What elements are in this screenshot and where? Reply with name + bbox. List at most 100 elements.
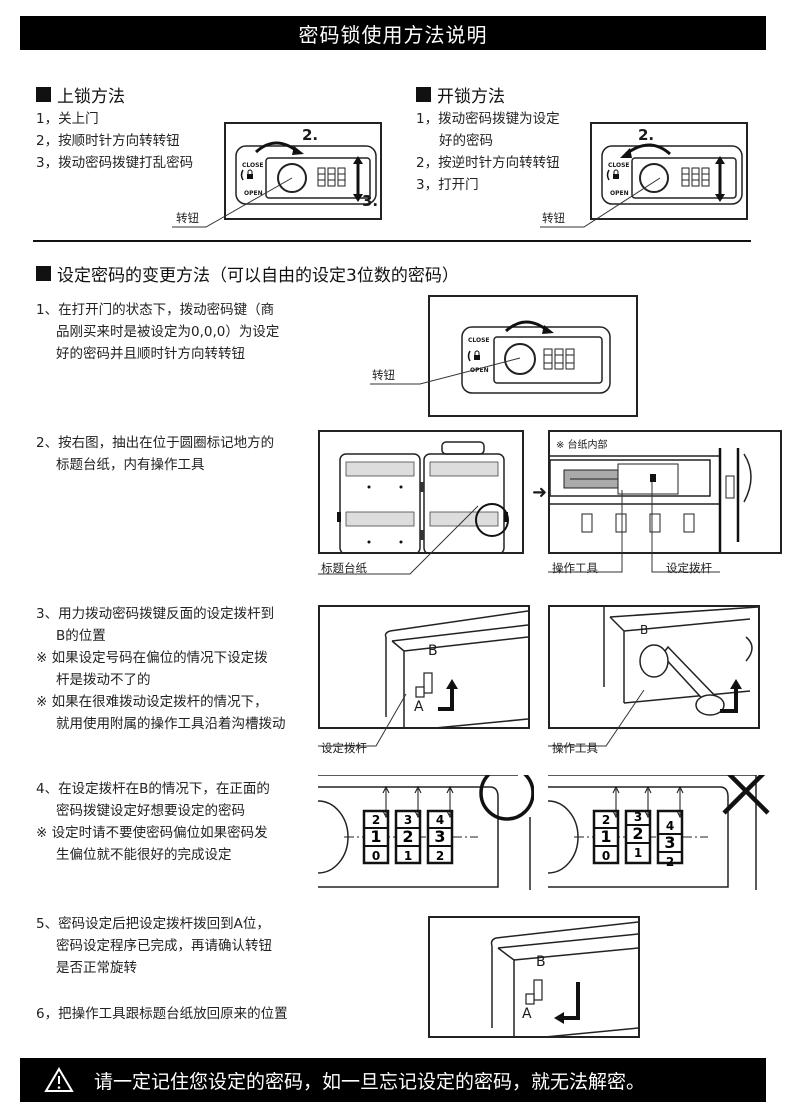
knob-icon: [277, 163, 307, 193]
unlock-heading-text: 开锁方法: [437, 87, 505, 107]
dial-digit: 4: [666, 819, 674, 833]
dial-wheel: 210: [362, 785, 390, 865]
dial-wheel: 21 0: [592, 785, 620, 865]
padlock-icon: [613, 174, 619, 179]
change-step-3: 3、用力拨动密码拨键反面的设定拨杆到 B的位置 ※ 如果设定号码在偏位的情况下设…: [36, 603, 286, 735]
warning-footer-bar: 请一定记住您设定的密码，如一旦忘记设定的密码，就无法解密。: [20, 1058, 766, 1102]
lock-heading-text: 上锁方法: [57, 87, 125, 107]
dial-panel-illustration: [461, 320, 611, 394]
dial-digit: 1: [600, 827, 611, 846]
label-card-interior-illustration: [549, 448, 752, 552]
change-section-heading: 设定密码的变更方法（可以自由的设定3位数的密码）: [36, 261, 459, 286]
unlock-step: 1，拨动密码拨键为设定: [416, 111, 560, 127]
dial-digit: 0: [602, 849, 610, 863]
step2-label: 2.: [302, 126, 319, 144]
lever-a-position-illustration: [384, 610, 529, 732]
close-label: CLOSE: [468, 337, 490, 344]
operating-tool-callout: 操作工具: [552, 741, 598, 755]
highlight-circle-icon: [475, 503, 509, 537]
dial-digit: 3: [634, 810, 642, 824]
label-card-inside-leader-lines: [548, 482, 720, 573]
unlock-panel-illustration: [601, 143, 743, 205]
inside-note: ※ 台纸内部: [556, 440, 608, 451]
change-step-4: 4、在设定拨杆在B的情况下，在正面的 密码拨键设定好想要设定的密码 ※ 设定时请…: [36, 778, 270, 866]
setting-lever-figure: B A: [318, 605, 530, 732]
setting-lever-leader-line: [318, 693, 407, 747]
step1-figure: CLOSE OPEN: [428, 295, 638, 417]
position-b-label: B: [640, 623, 649, 637]
dial-digit: 1: [634, 846, 642, 860]
change-step-5: 5、密码设定后把设定拨杆拨回到A位， 密码设定程序已完成，再请确认转钮 是否正常…: [36, 913, 272, 979]
warning-icon: [44, 1067, 74, 1092]
step3-label: 3.: [362, 192, 379, 210]
dial-digit: 4: [436, 813, 444, 827]
setting-lever-icon: [650, 474, 656, 482]
change-step-1: 1、在打开门的状态下，拨动密码键（商 品刚买来时是被设定为0,0,0）为设定 好…: [36, 299, 279, 365]
knob-callout-label: 转钮: [176, 211, 199, 225]
dial-digit: 2: [632, 824, 643, 843]
dial-wheel: 321: [394, 785, 422, 865]
step2-label: 2.: [638, 126, 655, 144]
dial-digit: 2: [372, 813, 380, 827]
dial-digit: 3: [434, 827, 445, 846]
open-label: OPEN: [470, 367, 489, 374]
lock-step: 3，拨动密码拨键打乱密码: [36, 155, 194, 171]
dial-wheel: 43 2: [656, 785, 684, 869]
dial-wheel: 43 2: [426, 785, 454, 865]
open-label: OPEN: [610, 190, 629, 197]
bullet-square-icon: [416, 87, 431, 102]
step-line: 3、用力拨动密码拨键反面的设定拨杆到: [36, 606, 275, 622]
change-step-2: 2、按右图，抽出在位于圆圈标记地方的 标题台纸，内有操作工具: [36, 432, 274, 476]
operating-tool-figure: B: [548, 605, 760, 729]
dial-digit: 0: [372, 849, 380, 863]
step-note: 杆是拨动不了的: [56, 672, 151, 688]
section-divider: [33, 240, 751, 242]
setting-lever-callout: 设定拨杆: [321, 741, 367, 755]
dial-wheel: 32 1: [624, 785, 652, 865]
label-card-inside-figure: ※ 台纸内部: [548, 430, 782, 554]
knob-callout-label: 转钮: [372, 368, 395, 382]
wrong-x-icon: [722, 767, 770, 815]
step-line: 标题台纸，内有操作工具: [56, 457, 205, 473]
change-heading-text: 设定密码的变更方法（可以自由的设定3位数的密码）: [57, 266, 459, 286]
padlock-icon: [247, 174, 253, 179]
dial-digit: 2: [666, 855, 674, 869]
warning-text: 请一定记住您设定的密码，如一旦忘记设定的密码，就无法解密。: [94, 1070, 646, 1093]
operating-tool-callout: 操作工具: [552, 561, 598, 575]
setting-lever-callout: 设定拨杆: [666, 561, 712, 575]
dial-digit: 2: [602, 813, 610, 827]
tool-push-illustration: [603, 606, 759, 716]
dial-digit: 3: [664, 833, 675, 852]
step-line: 密码拨键设定好想要设定的密码: [56, 803, 245, 819]
unlock-figure: 2. CLOSE OPEN: [590, 122, 748, 220]
dial-wheels-icon: [681, 167, 710, 187]
position-b-label: B: [536, 954, 546, 970]
unlock-step: 3，打开门: [416, 177, 479, 193]
page-title: 密码锁使用方法说明: [298, 22, 488, 47]
bullet-square-icon: [36, 266, 51, 281]
step-note: ※ 设定时请不要使密码偏位如果密码发: [36, 825, 268, 841]
clockwise-arrow-icon: [254, 141, 299, 154]
label-card-callout: 标题台纸: [321, 561, 367, 575]
position-a-label: A: [522, 1006, 532, 1022]
unlock-step: 2，按逆时针方向转转钮: [416, 155, 560, 171]
step-line: 密码设定程序已完成，再请确认转钮: [56, 938, 272, 954]
step-line: 6，把操作工具跟标题台纸放回原来的位置: [36, 1006, 288, 1022]
dial-digit: 2: [436, 849, 444, 863]
key-cabinet-figure: [318, 430, 524, 555]
dial-digit: 1: [404, 849, 412, 863]
step-note: 就用使用附属的操作工具沿着沟槽拨动: [56, 716, 286, 732]
lock-section-heading: 上锁方法: [36, 82, 125, 107]
position-b-label: B: [428, 643, 438, 659]
step-line: 1、在打开门的状态下，拨动密码键（商: [36, 302, 275, 318]
operating-tool-leader-line: [548, 690, 645, 747]
down-left-arrow-icon: [562, 982, 580, 1020]
dial-wheels-icon: [543, 348, 575, 370]
open-label: OPEN: [244, 190, 263, 197]
lock-step: 1，关上门: [36, 111, 99, 127]
up-arrow-icon: [720, 687, 738, 713]
